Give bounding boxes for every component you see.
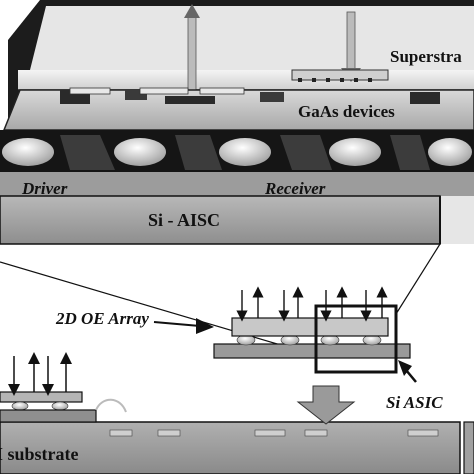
bump-shadows	[60, 135, 430, 170]
si-asic-pointer-head	[398, 360, 412, 376]
si-asic-label: Si ASIC	[386, 393, 443, 412]
oe-array-pointer	[153, 321, 201, 327]
si-asic-block	[0, 195, 441, 245]
inset-light-arrows	[236, 286, 388, 322]
inset-oe-array	[213, 286, 411, 374]
substrate-block	[0, 421, 461, 474]
solder-bumps	[2, 138, 472, 166]
substrate-right-piece	[463, 421, 474, 474]
substrate-label: I substrate	[0, 444, 79, 464]
oe-array-label: 2D OE Array	[55, 309, 149, 328]
oe-array-pointer-head	[196, 318, 214, 334]
gaas-contact-pads	[69, 87, 245, 95]
superstrate-front-face	[18, 70, 474, 90]
receiver-label: Receiver	[264, 179, 326, 198]
inset-oe-chip	[231, 317, 389, 337]
left-oe-module	[0, 352, 127, 423]
driver-label: Driver	[21, 179, 68, 198]
zoom-line-right	[395, 243, 441, 315]
inset-bumps	[236, 334, 382, 346]
bottom-system-view: I substrate	[0, 286, 474, 474]
superstrate-label: Superstra	[390, 47, 462, 66]
si-asic-top-face	[0, 172, 474, 200]
gaas-layer	[2, 89, 474, 131]
si-aisc-label: Si - AISC	[148, 210, 220, 230]
assembly-down-arrow	[296, 385, 356, 425]
gaas-devices-label: GaAs devices	[298, 102, 395, 121]
top-module-view: Superstra GaAs devices	[0, 0, 474, 245]
pad-contacts	[298, 78, 372, 82]
si-asic-pointer	[405, 369, 417, 383]
zoom-line-left	[0, 261, 319, 357]
superstrate-top-face	[30, 6, 474, 70]
substrate-grooves	[109, 429, 439, 437]
si-asic-side	[440, 196, 474, 244]
zoom-highlight-box	[314, 304, 398, 374]
inset-si-asic	[213, 343, 411, 359]
